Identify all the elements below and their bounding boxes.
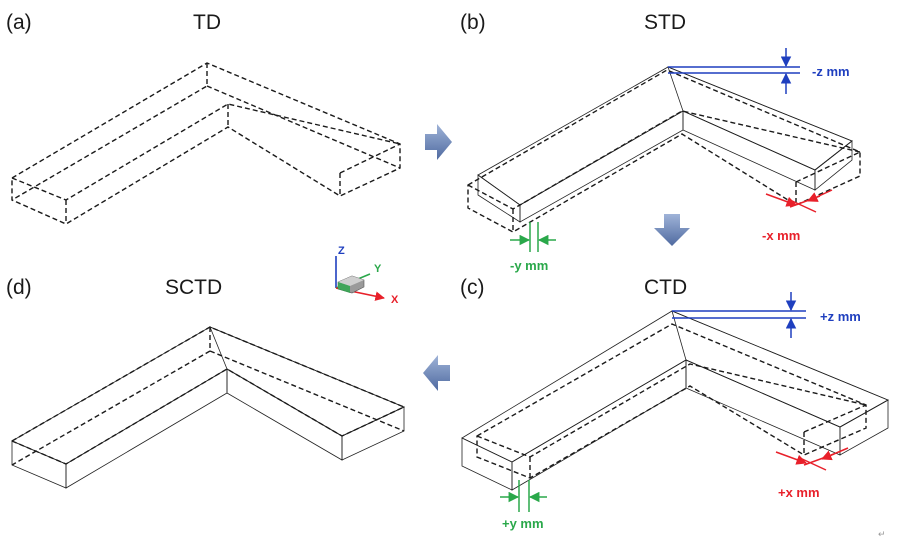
- panel-c-z-dimension: +z mm: [672, 292, 861, 338]
- axis-y-label: Y: [374, 263, 382, 275]
- arrow-a-to-b: [425, 124, 452, 160]
- panel-b-z-dimension: -z mm: [668, 48, 850, 94]
- panel-a-wireframe: [11, 62, 401, 225]
- panel-c-y-label: +y mm: [502, 516, 544, 531]
- panel-c-wireframe: [476, 323, 867, 479]
- panel-b-x-label: -x mm: [762, 228, 800, 243]
- axis-triad: Z Y X: [335, 245, 399, 306]
- panel-b-wireframe: [467, 69, 861, 233]
- panel-b-label: (b): [460, 11, 486, 34]
- panel-c-label: (c): [460, 276, 485, 299]
- panel-a-label: (a): [6, 11, 32, 34]
- axis-x-label: X: [391, 294, 399, 306]
- return-mark: ↵: [878, 529, 886, 539]
- panel-d-label: (d): [6, 276, 32, 299]
- panel-b-z-label: -z mm: [812, 64, 850, 79]
- panel-c-z-label: +z mm: [820, 309, 861, 324]
- panel-a-title: TD: [193, 11, 221, 34]
- panel-b-y-label: -y mm: [510, 258, 548, 273]
- panel-b-title: STD: [644, 11, 686, 34]
- panel-c-x-dimension: +x mm: [775, 447, 849, 500]
- axis-z-label: Z: [338, 245, 345, 257]
- panel-b-x-dimension: -x mm: [762, 189, 833, 243]
- panel-c-beam: [461, 310, 889, 491]
- panel-c-title: CTD: [644, 276, 687, 299]
- panel-d-title: SCTD: [165, 276, 222, 299]
- panel-c-y-dimension: +y mm: [500, 480, 547, 531]
- panel-c-x-label: +x mm: [778, 485, 820, 500]
- arrow-b-to-c: [654, 214, 690, 246]
- arrow-c-to-d: [423, 355, 450, 391]
- panel-b-y-dimension: -y mm: [510, 222, 556, 273]
- panel-d-wireframe: [11, 326, 405, 466]
